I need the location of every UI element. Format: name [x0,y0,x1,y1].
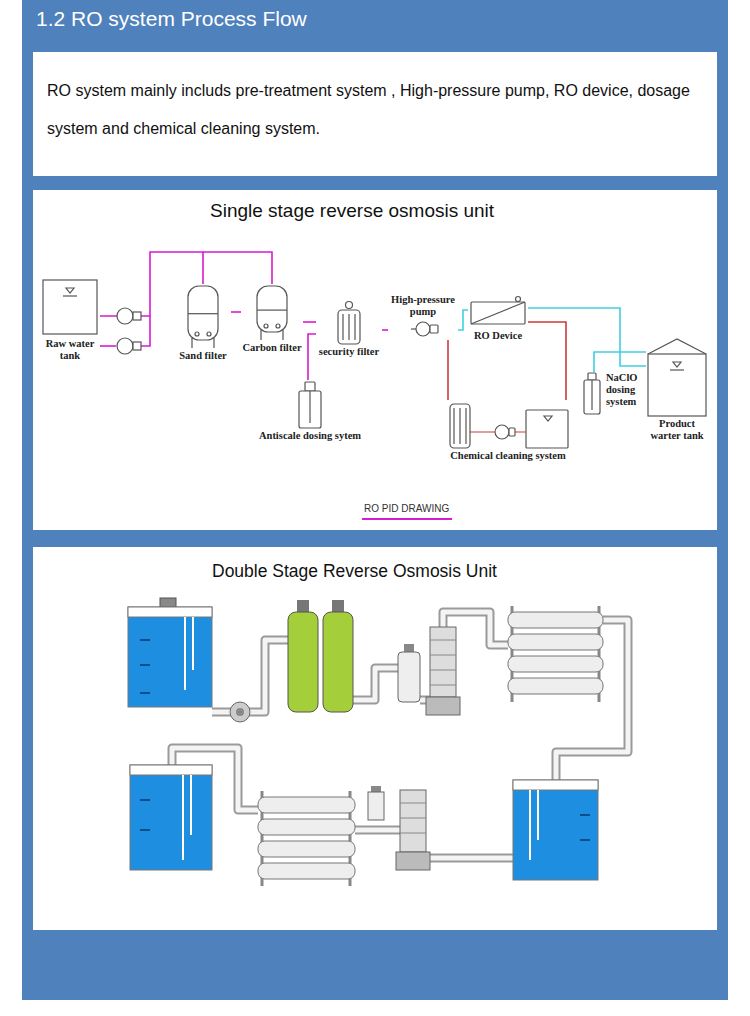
raw-water-tank-figure [128,598,212,707]
equipment-label: NaClO dosing system [602,372,644,408]
equipment-drawing [248,380,372,430]
pipe-connector [458,310,468,330]
second-pump-figure [396,790,430,870]
dosing-figure [368,786,384,820]
underline [362,518,452,520]
dosing-system: NaClO dosing system [582,372,644,416]
equipment-icon [648,339,706,416]
equipment-symbol [316,300,382,346]
pipe-connector [303,321,316,323]
equipment-symbol [40,276,100,338]
equipment-drawing [40,276,100,338]
pipe-connector [308,334,316,380]
equipment-icon [338,302,360,345]
membrane-rack-figure [258,791,355,886]
equipment-icon [299,382,321,428]
dosing-system: Antiscale dosing sytem [248,380,372,442]
page-band [22,0,728,1000]
product-tank: Product warter tank [646,336,708,442]
feed-pump-symbol [117,308,141,354]
equipment-icon [257,286,287,340]
intermediate-tank-figure [513,780,598,880]
equipment-label: RO Device [468,330,528,342]
equipment-drawing [175,284,231,350]
panel-ground [33,190,717,530]
equipment-drawing [440,400,576,450]
diagram-panel: Single stage reverse osmosis unitRaw wat… [33,190,717,530]
sand-filter: Sand filter [175,284,231,362]
carbon-filter: Carbon filter [241,284,303,354]
high-pressure-pump: High-pressure pump [388,294,458,340]
description-box: RO system mainly includs pre-treatment s… [33,52,717,176]
pipe-connector [528,322,566,400]
ro-device: RO Device [468,296,528,342]
backwash-pipe [203,252,272,284]
pipe-connector [382,329,388,331]
pipe-connector [528,308,646,366]
equipment-drawing [241,284,303,342]
security-filter: security filter [316,300,382,358]
equipment-label: High-pressure pump [388,294,458,318]
equipment-symbol [440,400,576,450]
equipment-symbol [248,380,372,430]
drawing-label: RO PID DRAWING [364,503,449,514]
description-text: RO system mainly includs pre-treatment s… [47,72,703,148]
label-holder: RO PID DRAWING [364,503,449,514]
equipment-symbol [582,372,602,416]
equipment-icon [471,297,525,325]
equipment-label: Raw water tank [40,338,100,362]
equipment-symbol [175,284,231,350]
equipment-symbol [241,284,303,342]
panel-title: Double Stage Reverse Osmosis Unit [212,561,717,582]
equipment-symbol [646,336,708,418]
equipment-drawing [646,336,708,418]
equipment-label: Antiscale dosing sytem [248,430,372,442]
cartridge-filter-figure [398,644,420,702]
equipment-icon [411,322,438,336]
media-filter-figure [288,600,353,712]
cleaning-system: Chemical cleaning system [440,400,576,462]
panel-ground [33,547,717,930]
raw-water-tank: Raw water tank [40,276,100,362]
panel-title: Single stage reverse osmosis unit [210,200,717,222]
pipe-connector [447,340,449,400]
high-pressure-pump-figure [426,627,460,715]
equipment-icon [450,404,568,448]
pump-pipe [100,345,116,347]
equipment-symbol [388,318,458,340]
equipment-drawing [316,300,382,346]
page-title: 1.2 RO system Process Flow [36,7,307,31]
equipment-icon [188,286,218,348]
equipment-label: Carbon filter [241,342,303,354]
equipment-label: Product warter tank [646,418,708,442]
equipment-icon [43,280,97,334]
equipment-drawing [582,372,602,416]
equipment-label: Sand filter [175,350,231,362]
header-bar: 1.2 RO system Process Flow [36,7,307,31]
product-tank-figure [130,765,212,870]
equipment-label: security filter [316,346,382,358]
equipment-drawing [388,318,458,340]
equipment-icon [584,373,600,414]
pretreatment-pipe [100,252,272,346]
membrane-rack-figure [508,606,603,702]
diagram-panel: Double Stage Reverse Osmosis Unit [33,547,717,930]
pipe-connector [594,352,646,372]
pipe-connector [231,311,241,313]
equipment-symbol [468,296,528,330]
equipment-label: Chemical cleaning system [440,450,576,462]
feed-pump-figure [230,702,250,722]
equipment-drawing [468,296,528,330]
